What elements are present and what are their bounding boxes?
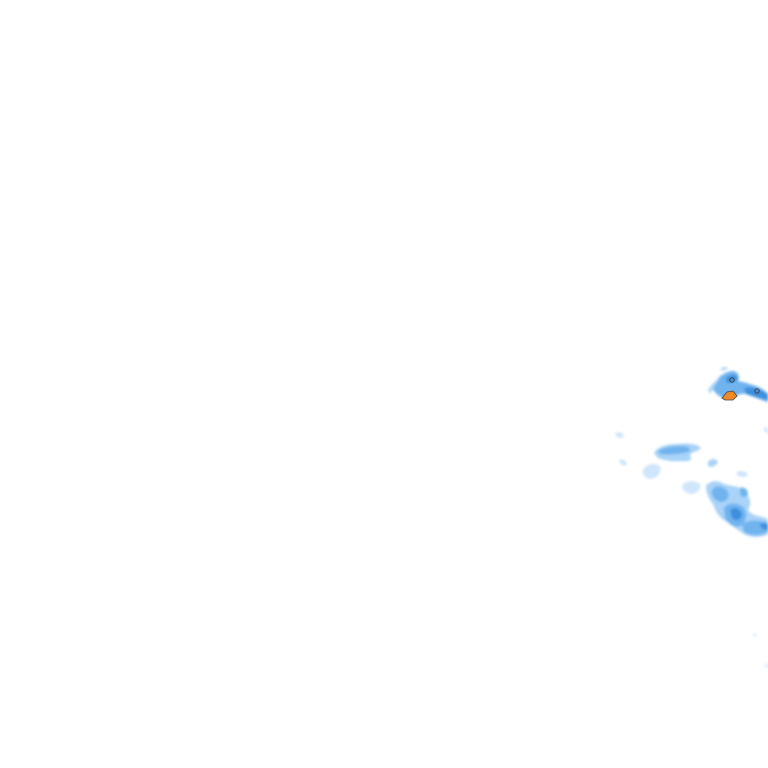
echo-band-very-light xyxy=(736,471,748,477)
cell-marker xyxy=(754,388,760,394)
heavy-rain-cell xyxy=(721,390,738,401)
echo-band-strong xyxy=(726,375,738,383)
storm-cells xyxy=(721,377,760,401)
echo-band-very-light xyxy=(619,459,627,466)
southern-echo-cluster xyxy=(615,426,768,668)
echo-band-very-light xyxy=(615,432,624,439)
echo-band-very-light xyxy=(642,463,661,479)
echo-band-light xyxy=(720,366,728,371)
northern-echo-cluster xyxy=(708,366,768,402)
echo-band-very-light xyxy=(765,663,768,668)
echo-band-very-light xyxy=(682,481,701,494)
echo-band-medium xyxy=(740,487,748,497)
echo-band-light xyxy=(708,459,718,467)
echo-band-strong xyxy=(730,507,742,521)
cell-marker xyxy=(729,377,735,383)
echo-band-medium xyxy=(658,446,691,455)
echo-band-strong xyxy=(760,523,768,530)
echo-band-medium xyxy=(711,486,729,502)
echo-band-very-light xyxy=(764,426,768,434)
echo-band-strong xyxy=(744,387,768,400)
echo-band-medium xyxy=(708,378,720,394)
echo-band-very-light xyxy=(753,633,757,636)
